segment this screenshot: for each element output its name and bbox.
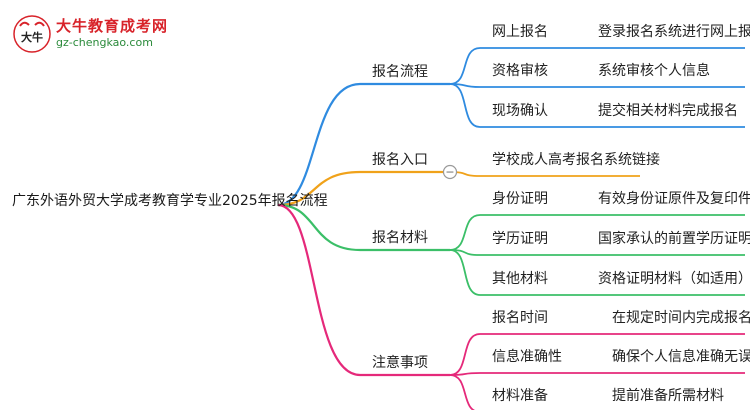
branch-label: 报名入口: [372, 152, 428, 168]
leaf-detail: 提前准备所需材料: [612, 387, 724, 404]
leaf-detail: 登录报名系统进行网上报名: [598, 24, 750, 40]
collapse-toggle-symbol: −: [445, 166, 454, 179]
leaf-label: 学校成人高考报名系统链接: [492, 151, 660, 168]
leaf-label: 其他材料: [492, 271, 548, 287]
leaf-label: 材料准备: [492, 387, 548, 404]
leaf-detail: 在规定时间内完成报名: [612, 310, 750, 326]
branch-label: 报名材料: [372, 230, 428, 246]
logo-url[interactable]: gz-chengkao.com: [56, 36, 153, 49]
collapse-toggle-icon[interactable]: −: [442, 164, 458, 180]
leaf-detail: 国家承认的前置学历证明: [598, 230, 750, 247]
leaf-connector: [449, 214, 481, 251]
leaf-detail: 提交相关材料完成报名: [598, 102, 738, 119]
logo-title: 大牛教育成考网: [56, 17, 169, 35]
mindmap-labels: 广东外语外贸大学成考教育学专业2025年报名流程 报名流程 网上报名 登录报名系统进行…: [12, 24, 750, 404]
branch-connector: [277, 203, 361, 252]
mindmap-edges: −: [277, 47, 745, 410]
root-topic: 广东外语外贸大学成考教育学专业2025年报名流程: [12, 193, 328, 209]
leaf-connector: [449, 374, 476, 410]
branch-connector: [277, 203, 361, 377]
branch-label: 报名流程: [372, 64, 428, 80]
leaf-connector: [449, 249, 481, 296]
site-logo[interactable]: 大牛 大牛教育成考网 gz-chengkao.com: [12, 14, 167, 54]
leaf-detail: 有效身份证原件及复印件: [598, 190, 750, 207]
leaf-label: 身份证明: [492, 191, 548, 207]
leaf-label: 学历证明: [492, 231, 548, 247]
leaf-detail: 资格证明材料（如适用）: [598, 271, 750, 287]
leaf-detail: 确保个人信息准确无误: [612, 348, 750, 365]
leaf-label: 信息准确性: [492, 348, 562, 365]
leaf-label: 网上报名: [492, 24, 548, 40]
branch-connector: [277, 170, 361, 207]
leaf-connector: [449, 333, 481, 376]
bull-logo-icon: 大牛: [13, 15, 51, 53]
logo-emblem-text: 大牛: [21, 30, 43, 44]
leaf-connector: [449, 47, 481, 85]
leaf-label: 资格审核: [492, 63, 548, 79]
branch-connector: [277, 82, 361, 207]
leaf-label: 现场确认: [492, 103, 548, 119]
leaf-label: 报名时间: [492, 310, 548, 326]
branch-label: 注意事项: [372, 354, 428, 371]
leaf-connector: [449, 83, 481, 128]
leaf-detail: 系统审核个人信息: [598, 62, 710, 79]
